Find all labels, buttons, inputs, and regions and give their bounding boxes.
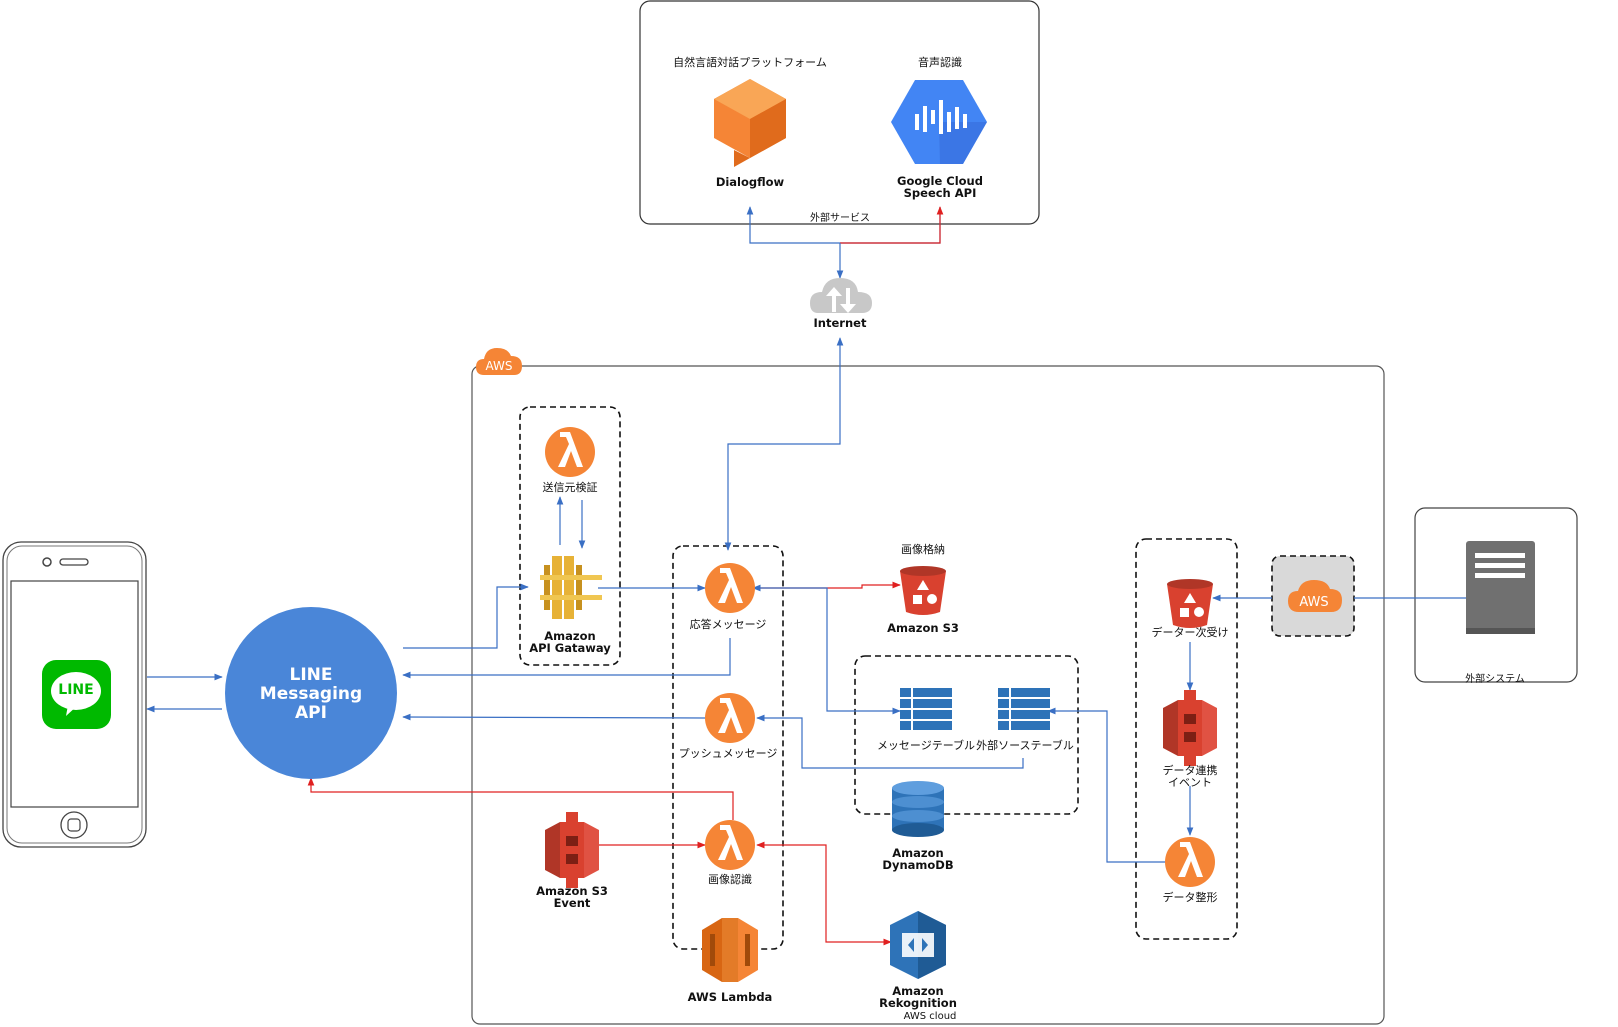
lambda-push-icon	[705, 693, 755, 743]
image-recog-label: 画像認識	[708, 873, 752, 886]
api-gateway-icon	[540, 556, 602, 619]
lambda-reply-icon	[705, 563, 755, 613]
s3-event-label: Amazon S3 Event	[536, 884, 608, 910]
line-app-icon[interactable]	[42, 660, 111, 729]
verify-group	[519, 406, 621, 666]
external-system-caption: 外部システム	[1465, 674, 1525, 685]
lambda-data-format-icon	[1165, 837, 1215, 887]
data-receive-label: データー次受け	[1151, 626, 1229, 639]
speech-label: Google Cloud Speech API	[897, 174, 983, 200]
image-store-heading: 画像格納	[901, 543, 945, 556]
s3-bucket-icon	[900, 566, 946, 615]
dialogflow-icon	[714, 79, 786, 167]
aws-lambda-label: AWS Lambda	[687, 990, 773, 1004]
external-source-table-icon	[998, 688, 1050, 730]
api-gateway-label: Amazon API Gataway	[529, 629, 611, 655]
external-source-table-label: 外部ソーステーブル	[976, 739, 1074, 752]
s3-data-link-event-icon	[1163, 690, 1217, 766]
aws-chip-label: AWS	[1299, 595, 1329, 610]
aws-lambda-service-icon	[702, 918, 758, 982]
external-services-caption: 外部サービス	[810, 213, 870, 224]
external-services-box	[639, 0, 1040, 225]
speech-heading: 音声認識	[918, 56, 962, 69]
aws-badge-label: AWS	[485, 359, 513, 373]
lambda-verify-icon	[545, 427, 595, 477]
line-app-label: LINE	[58, 682, 94, 698]
lambda-image-recog-icon	[705, 820, 755, 870]
dialogflow-label: Dialogflow	[715, 175, 785, 189]
verify-label: 送信元検証	[542, 481, 598, 494]
google-speech-icon	[891, 80, 987, 164]
dialogflow-heading: 自然言語対話プラットフォーム	[673, 56, 827, 69]
internet-cloud-icon	[810, 278, 872, 313]
line-messaging-api-node	[225, 607, 397, 779]
data-pipeline-group	[1135, 538, 1238, 940]
push-label: プッシュメッセージ	[678, 747, 778, 760]
aws-chip-cloud-icon	[1288, 580, 1342, 612]
internet-label: Internet	[813, 316, 867, 330]
s3-data-receive-icon	[1167, 579, 1213, 628]
server-icon	[1466, 541, 1535, 634]
rekognition-icon	[890, 911, 946, 979]
message-table-label: メッセージテーブル	[876, 739, 976, 752]
aws-cloud-box	[471, 365, 1385, 1025]
dynamodb-label: Amazon DynamoDB	[882, 846, 954, 872]
message-table-icon	[900, 688, 952, 730]
data-format-label: データ整形	[1162, 891, 1218, 904]
s3-label: Amazon S3	[887, 621, 959, 635]
rekognition-label: Amazon Rekognition	[879, 984, 957, 1010]
s3-event-icon	[545, 812, 599, 888]
dynamodb-group	[854, 655, 1079, 815]
dynamodb-icon	[892, 781, 944, 837]
aws-cloud-caption: AWS cloud	[903, 1011, 957, 1022]
reply-label: 応答メッセージ	[689, 618, 767, 631]
line-api-label: LINE Messaging API	[259, 665, 363, 723]
data-link-event-label: データ連携 イベント	[1162, 764, 1218, 789]
aws-badge-icon	[476, 348, 522, 375]
